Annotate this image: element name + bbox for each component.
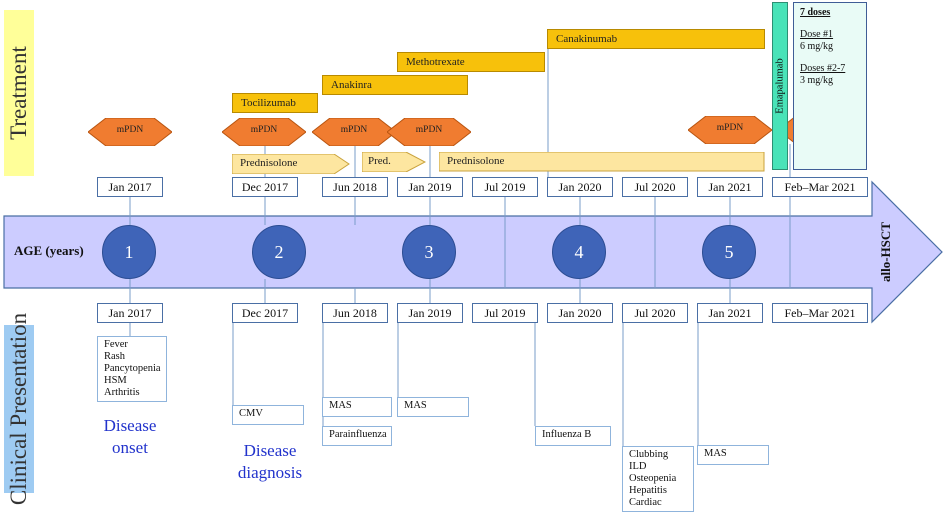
- anakinra-bar: Anakinra: [322, 75, 468, 95]
- treatment-side-label: Treatment: [4, 10, 34, 176]
- top-date-jul2020: Jul 2020: [622, 177, 688, 197]
- dose2-label: Doses #2-7: [800, 63, 846, 74]
- methotrexate-bar: Methotrexate: [397, 52, 545, 72]
- prednisolone-arrow-1: Prednisolone: [232, 154, 350, 174]
- age-circle-5: 5: [702, 225, 756, 279]
- bottom-date-febmar2021: Feb–Mar 2021: [772, 303, 868, 323]
- dose1-value: 6 mg/kg: [800, 41, 834, 52]
- bottom-date-jul2019: Jul 2019: [472, 303, 538, 323]
- bottom-date-jan2017: Jan 2017: [97, 303, 163, 323]
- clinical-side-label: Clinical Presentation: [4, 313, 34, 505]
- mpdn-diamond-jan2019: mPDN: [386, 117, 472, 147]
- top-date-dec2017: Dec 2017: [232, 177, 298, 197]
- parainfluenza-box: Parainfluenza: [322, 426, 392, 446]
- bottom-date-jan2019: Jan 2019: [397, 303, 463, 323]
- top-date-jul2019: Jul 2019: [472, 177, 538, 197]
- top-date-jan2017: Jan 2017: [97, 177, 163, 197]
- canakinumab-bar: Canakinumab: [547, 29, 765, 49]
- mpdn-diamond-dec2017: mPDN: [221, 117, 307, 147]
- top-date-febmar2021: Feb–Mar 2021: [772, 177, 868, 197]
- mas-jun2018-box: MAS: [322, 397, 392, 417]
- top-date-jan2019: Jan 2019: [397, 177, 463, 197]
- connector-lines: [129, 49, 791, 446]
- bottom-date-jan2021: Jan 2021: [697, 303, 763, 323]
- mas-jan2021-box: MAS: [697, 445, 769, 465]
- jul2020-findings-box: Clubbing ILD Osteopenia Hepatitis Cardia…: [622, 446, 694, 512]
- doses-title: 7 doses: [800, 7, 831, 18]
- dose2-value: 3 mg/kg: [800, 75, 834, 86]
- tocilizumab-bar: Tocilizumab: [232, 93, 318, 113]
- onset-symptoms-box: Fever Rash Pancytopenia HSM Arthritis: [97, 336, 167, 402]
- mas-jan2019-box: MAS: [397, 397, 469, 417]
- bottom-date-jan2020: Jan 2020: [547, 303, 613, 323]
- top-date-jan2021: Jan 2021: [697, 177, 763, 197]
- allo-hsct-label: allo-HSCT: [878, 222, 893, 282]
- influenza-b-box: Influenza B: [535, 426, 611, 446]
- top-date-jun2018: Jun 2018: [322, 177, 388, 197]
- disease-onset-label: Disease onset: [103, 416, 157, 457]
- dose1-label: Dose #1: [800, 29, 834, 40]
- age-circle-3: 3: [402, 225, 456, 279]
- bottom-date-jun2018: Jun 2018: [322, 303, 388, 323]
- pred-arrow: Pred.: [362, 152, 426, 172]
- cmv-box: CMV: [232, 405, 304, 425]
- emapalumab-bar: Emapalumab: [772, 2, 788, 170]
- disease-diagnosis-label: Disease diagnosis: [237, 441, 303, 482]
- timeline-arrow: [3, 180, 943, 324]
- age-circle-2: 2: [252, 225, 306, 279]
- prednisolone-bar-2: Prednisolone: [439, 152, 765, 172]
- mpdn-diamond-jun2018: mPDN: [311, 117, 397, 147]
- age-circle-4: 4: [552, 225, 606, 279]
- emapalumab-dose-box: 7 doses Dose #1 6 mg/kg Doses #2-7 3 mg/…: [793, 2, 867, 170]
- age-label: AGE (years): [14, 243, 84, 258]
- mpdn-diamond-jan2017: mPDN: [87, 117, 173, 147]
- bottom-date-jul2020: Jul 2020: [622, 303, 688, 323]
- age-circle-1: 1: [102, 225, 156, 279]
- bottom-date-dec2017: Dec 2017: [232, 303, 298, 323]
- top-date-jan2020: Jan 2020: [547, 177, 613, 197]
- mpdn-diamond-jan2021: mPDN: [687, 115, 773, 145]
